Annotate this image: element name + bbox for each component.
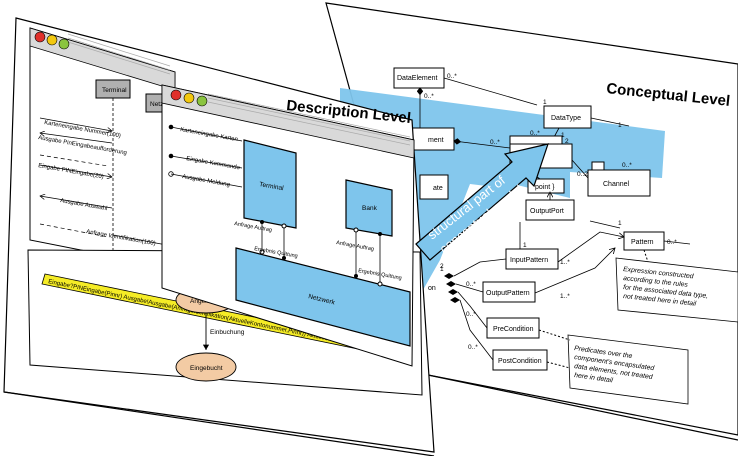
minimize-button-front[interactable] (183, 92, 195, 104)
close-button[interactable] (34, 31, 46, 43)
mult-dt-bottom: 1 (561, 132, 565, 139)
point-class: point } (527, 178, 565, 194)
mult-channel-top: 0..* (622, 162, 632, 169)
mult-op-left: 0..* (466, 281, 476, 288)
mult-de-down: 0..* (424, 93, 434, 100)
input-pattern-class: InputPattern (505, 248, 559, 270)
svg-text:DataElement: DataElement (397, 75, 438, 82)
svg-text:Bank: Bank (362, 205, 378, 212)
svg-text:Netz: Netz (150, 101, 163, 108)
mult-on-2: 2 (440, 263, 444, 270)
conditions-note: Predicates over the component's encapsul… (538, 329, 689, 405)
mult-pattern-left: 1 (618, 220, 622, 227)
svg-text:DataType: DataType (551, 115, 581, 122)
mult-channel-left: 0..2 (577, 171, 588, 178)
svg-text:InputPattern: InputPattern (510, 257, 548, 264)
mult-dt-right: 1 (618, 122, 622, 129)
output-pattern-class: OutputPattern (482, 281, 536, 303)
minimize-button[interactable] (46, 34, 58, 46)
svg-text:Terminal: Terminal (102, 87, 127, 94)
transition-label: Einbuchung (210, 329, 245, 336)
mult-pattern-right: 0..* (667, 239, 677, 246)
mult-port-two: 2 (565, 138, 569, 145)
sequence-window[interactable]: Terminal Netz Karteneingabe Nummer(100) … (29, 27, 176, 269)
mult-ip-right: 1..* (560, 259, 570, 266)
svg-text:ate: ate (433, 185, 443, 192)
maximize-button-front[interactable] (196, 95, 208, 107)
pattern-class: Pattern (623, 231, 665, 251)
svg-text:Channel: Channel (603, 181, 630, 188)
post-condition-class: PostCondition (492, 349, 548, 371)
data-element-class: DataElement (393, 67, 445, 89)
svg-text:Terminal: Terminal (259, 181, 285, 192)
channel-class: Channel (587, 161, 651, 197)
network-component: Netzwerk (235, 247, 411, 347)
svg-text:PreCondition: PreCondition (493, 326, 534, 333)
close-button-front[interactable] (170, 89, 182, 101)
mult-ip-top: 1 (523, 242, 527, 249)
mult-el-right: 0..* (490, 139, 500, 146)
svg-text:point }: point } (535, 184, 555, 191)
svg-text:ment: ment (428, 137, 444, 144)
mult-dt-left: 1 (543, 99, 547, 106)
state-class: ate (419, 174, 449, 200)
pattern-note: Expression constructed according to the … (615, 249, 738, 323)
bank-component: Bank (345, 179, 393, 237)
lifeline-terminal: Terminal (95, 79, 131, 250)
mult-post: 0..* (468, 344, 478, 351)
mult-pre: 0..* (466, 311, 476, 318)
pre-condition-class: PreCondition (486, 317, 540, 339)
svg-text:PostCondition: PostCondition (498, 358, 542, 365)
svg-text:Pattern: Pattern (631, 239, 654, 246)
mult-op-right: 1..* (560, 293, 570, 300)
data-type-class: DataType (543, 105, 592, 129)
on-label: on (428, 285, 436, 292)
svg-text:OutputPattern: OutputPattern (486, 290, 530, 297)
terminal-component: Terminal (243, 139, 297, 229)
element-class: ment (409, 127, 455, 151)
svg-text:Eingebucht: Eingebucht (190, 365, 223, 372)
mult-de-right: 0..* (447, 73, 457, 80)
composition-diamonds (444, 273, 460, 303)
mult-port-top: 0..* (530, 130, 540, 137)
output-port-class: OutputPort (525, 199, 575, 221)
state-eingebucht: Eingebucht (175, 352, 237, 382)
svg-text:OutputPort: OutputPort (530, 208, 564, 215)
maximize-button[interactable] (58, 38, 70, 50)
mult-on-1: 1 (440, 266, 444, 273)
component-window[interactable]: Description Level Terminal Bank Netzwerk… (161, 84, 415, 367)
